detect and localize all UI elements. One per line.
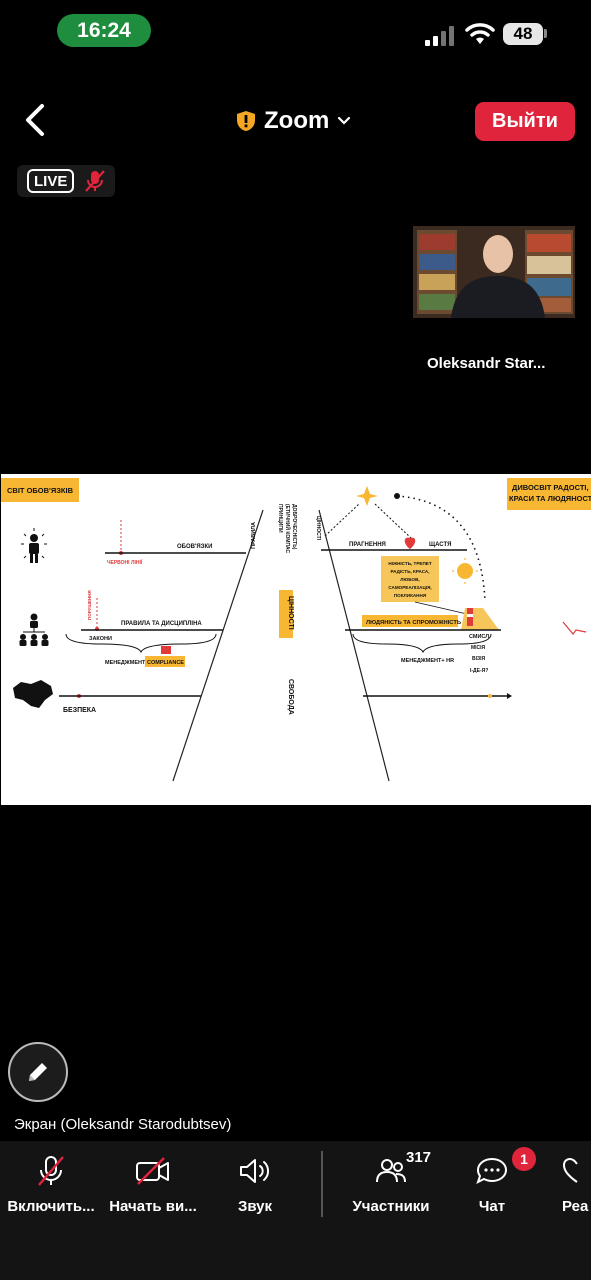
- chervoni-linii-label: ЧЕРВОНІ ЛІНІЇ: [107, 559, 143, 566]
- values-box: [381, 556, 439, 602]
- i-de-ya-label: І-ДЕ-Я?: [470, 668, 488, 674]
- start-video-label: Начать ви...: [109, 1198, 197, 1215]
- participants-button[interactable]: Участники: [350, 1153, 432, 1215]
- toolbar-divider: [321, 1151, 323, 1217]
- obovyazky-label: ОБОВ'ЯЗКИ: [177, 544, 212, 550]
- participant-video[interactable]: [413, 226, 575, 318]
- compliance-label: COMPLIANCE: [147, 660, 184, 666]
- muted-mic-icon: [85, 170, 106, 192]
- chevron-down-icon: [338, 116, 351, 125]
- bottom-toolbar: Включить... Начать ви... Звук: [0, 1141, 591, 1280]
- svoboda-label: СВОБОДА: [287, 679, 294, 715]
- pragnennya-label: ПРАГНЕННЯ: [349, 542, 386, 548]
- slide-title-right-bg: [507, 478, 591, 510]
- live-indicator: LIVE: [17, 165, 115, 197]
- brace-left: [65, 633, 217, 654]
- lyudyanist-bg: [362, 615, 458, 627]
- tsinnosti-small: ЦІННОСТІ: [315, 516, 321, 541]
- app-title: Zoom: [264, 107, 330, 134]
- pravyla-dyscyplina-label: ПРАВИЛА ТА ДИСЦИПЛІНА: [121, 621, 202, 627]
- heart-icon: [562, 1157, 578, 1183]
- back-icon[interactable]: [18, 100, 54, 140]
- participants-count: 317: [406, 1149, 432, 1166]
- zakony-label: ЗАКОНИ: [89, 636, 112, 642]
- lyudyanist-label: ЛЮДЯНІСТЬ ТА СПРОМОЖНІСТЬ: [366, 620, 461, 626]
- pryntsypy-1: ПРИНЦИПИ: [277, 504, 283, 533]
- slide-title-right-1: ДИВОСВІТ РАДОСТІ,: [512, 483, 589, 492]
- porushennya-label: ПОРУШЕННЯ: [87, 590, 92, 620]
- box-line-1: НІЖНІСТЬ, ТРЕПЕТ: [388, 561, 432, 566]
- start-video-button[interactable]: Начать ви...: [108, 1153, 198, 1215]
- participants-label: Участники: [352, 1198, 430, 1215]
- slide-title-left-bg: [1, 478, 79, 502]
- slide-title-right-2: КРАСИ ТА ЛЮДЯНОСТІ: [509, 494, 591, 503]
- participant-name: Oleksandr Star...: [427, 355, 546, 372]
- shchastya-label: ЩАСТЯ: [429, 542, 451, 548]
- misiya-label: МІСІЯ: [471, 645, 486, 651]
- meeting-title[interactable]: Zoom: [236, 104, 351, 138]
- sun-icon: [457, 563, 473, 579]
- video-frame: [413, 226, 575, 318]
- box-line-4: САМОРЕАЛІЗАЦІЯ,: [388, 585, 431, 590]
- battery-tip: [544, 29, 547, 38]
- unmute-label: Включить...: [7, 1198, 95, 1215]
- person-icon: [21, 528, 47, 563]
- reactions-button[interactable]: Реа: [562, 1153, 591, 1215]
- speaker-icon: [240, 1159, 270, 1183]
- dotted-arc: [396, 495, 486, 603]
- annotate-button[interactable]: [8, 1042, 68, 1102]
- participants-icon: [376, 1159, 406, 1183]
- chat-button[interactable]: Чат: [472, 1153, 512, 1215]
- slide-title-left: СВІТ ОБОВ'ЯЗКІВ: [7, 486, 74, 495]
- live-badge: LIVE: [27, 169, 75, 193]
- box-line-2: РАДІСТЬ, КРАСА,: [390, 569, 429, 574]
- smysl-label: СМИСЛ: [469, 634, 489, 640]
- pravyla-vertical: ПРАВИЛА: [251, 522, 257, 549]
- tsinnosti-bg: [279, 590, 293, 638]
- funnel-right-line: [318, 509, 390, 782]
- shared-screen[interactable]: СВІТ ОБОВ'ЯЗКІВ ДИВОСВІТ РАДОСТІ, КРАСИ …: [1, 474, 591, 805]
- wifi-icon: [465, 23, 495, 44]
- mic-off-icon: [38, 1156, 64, 1186]
- leave-button[interactable]: Выйти: [475, 102, 575, 141]
- team-icon: [19, 613, 49, 646]
- signal-icon: [425, 26, 457, 46]
- annotation-mark: [562, 621, 587, 635]
- funnel-left-line: [172, 509, 264, 782]
- chat-icon: [476, 1157, 508, 1184]
- star-icon: [356, 486, 378, 506]
- chat-label: Чат: [478, 1198, 506, 1215]
- video-off-icon: [136, 1157, 169, 1185]
- shield-icon: [237, 111, 255, 131]
- box-line-5: ПОКЛИКАННЯ: [394, 593, 426, 598]
- ukraine-map-icon: [13, 680, 53, 708]
- brace-right: [352, 633, 492, 654]
- slide-diagram: СВІТ ОБОВ'ЯЗКІВ ДИВОСВІТ РАДОСТІ, КРАСИ …: [1, 474, 591, 805]
- audio-label: Звук: [237, 1198, 273, 1215]
- bezpeka-label: БЕЗПЕКА: [63, 707, 96, 714]
- audio-button[interactable]: Звук: [225, 1153, 285, 1215]
- viziya-label: ВІЗІЯ: [472, 656, 486, 662]
- box-line-3: ЛЮБОВ,: [400, 577, 419, 582]
- chat-unread-badge: 1: [512, 1147, 536, 1171]
- pryntsypy-3: ДОБРОЧЕСНІСТЬ): [291, 504, 297, 550]
- tsinnosti-label: ЦІННОСТІ: [287, 596, 294, 630]
- reactions-label: Реа: [562, 1198, 589, 1215]
- pencil-icon: [29, 1063, 47, 1081]
- menedzhment-hr-label: МЕНЕДЖМЕНТ+ HR: [401, 658, 454, 664]
- unmute-button[interactable]: Включить...: [6, 1153, 96, 1215]
- pryntsypy-2: (ЕТИЧНИЙ КОМПАС: [284, 504, 292, 554]
- status-time: 16:24: [57, 14, 151, 47]
- screen-share-label: Экран (Oleksandr Starodubtsev): [14, 1116, 232, 1133]
- battery-indicator: 48: [503, 23, 543, 45]
- menedzhment-label: МЕНЕДЖМЕНТ +: [105, 660, 150, 666]
